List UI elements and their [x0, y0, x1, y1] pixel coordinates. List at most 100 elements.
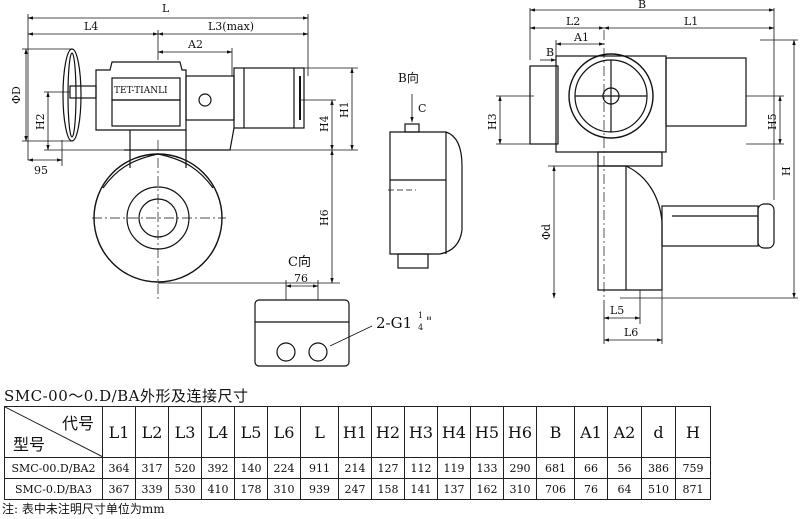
column-header: H5 — [470, 406, 504, 458]
dim-H3: H3 — [486, 113, 499, 130]
column-header: A1 — [574, 406, 608, 458]
column-header: H1 — [338, 406, 372, 458]
value-cell: 706 — [536, 478, 575, 500]
value-cell: 140 — [234, 457, 268, 479]
table-title: SMC-00～0.D/BA外形及连接尺寸 — [4, 387, 249, 405]
thread-unit: " — [426, 315, 432, 330]
dim-d: Φd — [540, 224, 553, 240]
value-cell: 137 — [437, 478, 471, 500]
value-cell: 410 — [201, 478, 235, 500]
value-cell: 76 — [574, 478, 608, 500]
value-cell: 367 — [102, 478, 136, 500]
value-cell: 530 — [168, 478, 202, 500]
dim-L2: L2 — [566, 15, 580, 28]
value-cell: 119 — [437, 457, 471, 479]
column-header: L5 — [234, 406, 268, 458]
view-b — [388, 94, 463, 269]
value-cell: 133 — [470, 457, 504, 479]
value-cell: 510 — [641, 478, 676, 500]
dim-A2: A2 — [187, 38, 203, 51]
brand-label: TET-TIANLI — [114, 86, 168, 96]
dim-A1: A1 — [573, 31, 589, 44]
value-cell: 162 — [470, 478, 504, 500]
value-cell: 317 — [135, 457, 169, 479]
column-header: A2 — [607, 406, 642, 458]
value-cell: 310 — [267, 478, 301, 500]
model-cell: SMC-00.D/BA2 — [4, 457, 103, 479]
column-header: L2 — [135, 406, 169, 458]
dim-D: ΦD — [10, 86, 23, 104]
view-c — [254, 280, 373, 367]
value-cell: 66 — [574, 457, 608, 479]
value-cell: 520 — [168, 457, 202, 479]
side-dimensions — [496, 8, 798, 344]
column-header: L1 — [102, 406, 136, 458]
technical-drawing: TET-TIANLI L L4 L3(max) A2 ΦD H2 95 H1 — [10, 0, 798, 367]
arrow-c-label: C — [418, 102, 426, 115]
dim-H1: H1 — [338, 101, 351, 118]
corner-model-label: 型号 — [13, 435, 46, 454]
dim-H2: H2 — [34, 113, 47, 130]
dim-76: 76 — [294, 272, 308, 285]
thread-frac-den: 4 — [418, 323, 423, 332]
corner-code-label: 代号 — [61, 414, 94, 433]
column-header: L — [300, 406, 339, 458]
front-dimensions — [22, 14, 358, 284]
dim-95: 95 — [34, 164, 48, 177]
dim-L5: L5 — [610, 304, 624, 317]
corner-cell: 代号 型号 — [4, 406, 103, 458]
dim-L4: L4 — [84, 20, 98, 33]
dim-H5: H5 — [766, 113, 779, 130]
column-header: B — [536, 406, 575, 458]
view-c-label: C向 — [288, 254, 311, 270]
model-cell: SMC-0.D/BA3 — [4, 478, 103, 500]
value-cell: 247 — [338, 478, 372, 500]
footnote: 注: 表中未注明尺寸单位为mm — [2, 502, 165, 516]
value-cell: 112 — [404, 457, 438, 479]
value-cell: 178 — [234, 478, 268, 500]
thread-frac-num: 1 — [418, 311, 423, 320]
value-cell: 224 — [267, 457, 301, 479]
dim-H6: H6 — [318, 209, 331, 226]
value-cell: 386 — [641, 457, 676, 479]
value-cell: 364 — [102, 457, 136, 479]
view-b-label: B向 — [398, 70, 419, 85]
value-cell: 290 — [503, 457, 537, 479]
front-view — [62, 48, 305, 300]
value-cell: 141 — [404, 478, 438, 500]
column-header: H3 — [404, 406, 438, 458]
column-header: L6 — [267, 406, 301, 458]
column-header: L3 — [168, 406, 202, 458]
column-header: H — [675, 406, 711, 458]
dim-L3max: L3(max) — [208, 20, 254, 33]
value-cell: 911 — [300, 457, 339, 479]
value-cell: 214 — [338, 457, 372, 479]
column-header: H4 — [437, 406, 471, 458]
dim-B-small: B — [546, 46, 554, 59]
value-cell: 939 — [300, 478, 339, 500]
value-cell: 127 — [371, 457, 405, 479]
value-cell: 871 — [675, 478, 711, 500]
dim-L: L — [162, 2, 170, 15]
column-header: L4 — [201, 406, 235, 458]
thread-spec: 2-G1 — [376, 314, 412, 332]
value-cell: 158 — [371, 478, 405, 500]
dim-H: H — [780, 166, 793, 176]
dim-L6: L6 — [624, 326, 638, 339]
value-cell: 339 — [135, 478, 169, 500]
side-view — [529, 30, 775, 300]
column-header: H6 — [503, 406, 537, 458]
value-cell: 759 — [675, 457, 711, 479]
column-header: H2 — [371, 406, 405, 458]
value-cell: 681 — [536, 457, 575, 479]
value-cell: 56 — [607, 457, 642, 479]
column-header: d — [641, 406, 676, 458]
dim-H4: H4 — [318, 115, 331, 132]
dim-B: B — [638, 0, 646, 11]
value-cell: 392 — [201, 457, 235, 479]
value-cell: 64 — [607, 478, 642, 500]
